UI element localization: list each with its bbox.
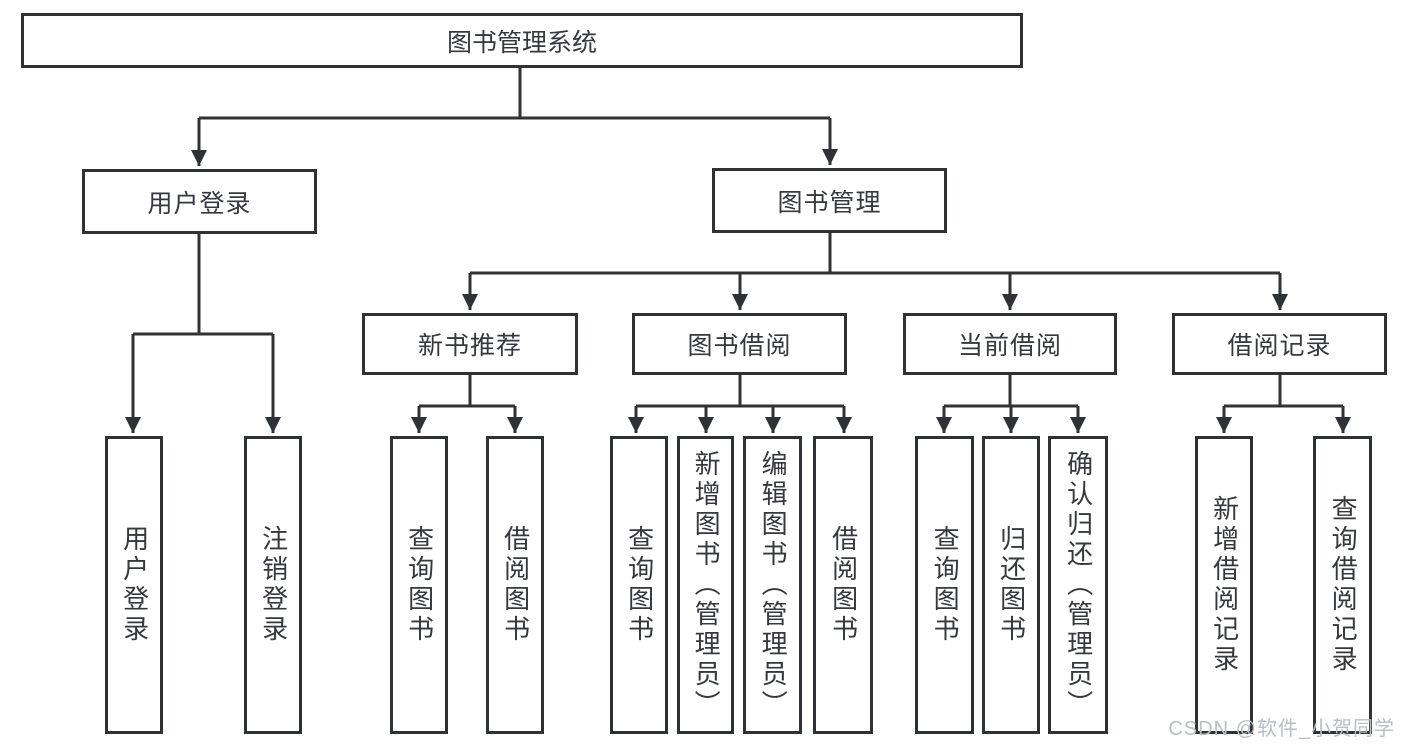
leaf-return-books: 归还图书: [982, 436, 1040, 734]
leaf-logout: 注销登录: [244, 436, 302, 734]
leaf-label: 新增借阅记录: [1209, 495, 1240, 675]
leaf-add-books-admin: 新增图书（管理员）: [677, 436, 734, 734]
leaf-label: 查询图书: [404, 525, 435, 645]
leaf-confirm-return-admin: 确认归还（管理员）: [1048, 436, 1108, 734]
node-label: 借阅记录: [1227, 332, 1332, 360]
leaf-label: 借阅图书: [500, 525, 531, 645]
node-label: 图书管理系统: [446, 28, 597, 57]
leaf-label: 查询借阅记录: [1328, 495, 1359, 675]
leaf-label: 查询图书: [930, 525, 961, 645]
leaf-add-borrow-record: 新增借阅记录: [1195, 436, 1253, 734]
leaf-label: 确认归还（管理员）: [1063, 450, 1094, 720]
node-book-borrowing: 图书借阅: [632, 313, 847, 375]
leaf-query-books-borrowing: 查询图书: [610, 436, 668, 734]
leaf-query-borrow-record: 查询借阅记录: [1313, 436, 1372, 734]
leaf-label: 新增图书（管理员）: [691, 450, 722, 720]
leaf-borrow-books-recommend: 借阅图书: [486, 436, 544, 734]
node-label: 图书借阅: [687, 332, 792, 360]
leaf-label: 用户登录: [119, 525, 150, 645]
node-new-book-recommendation: 新书推荐: [362, 313, 578, 375]
leaf-query-books-current: 查询图书: [915, 436, 974, 734]
node-label: 当前借阅: [957, 332, 1062, 360]
node-borrowing-records: 借阅记录: [1172, 313, 1387, 375]
leaf-borrow-books-borrowing: 借阅图书: [813, 436, 873, 734]
leaf-label: 借阅图书: [828, 525, 859, 645]
node-label: 用户登录: [147, 189, 252, 218]
node-current-borrowing: 当前借阅: [903, 313, 1117, 375]
node-book-management-system: 图书管理系统: [21, 13, 1023, 68]
node-label: 新书推荐: [417, 332, 522, 360]
watermark-text: CSDN @软件_小贺同学: [1168, 718, 1395, 740]
leaf-label: 查询图书: [624, 525, 655, 645]
leaf-label: 注销登录: [258, 525, 289, 645]
leaf-user-login: 用户登录: [105, 436, 163, 734]
node-user-login: 用户登录: [82, 169, 317, 234]
node-label: 图书管理: [777, 188, 882, 217]
leaf-edit-books-admin: 编辑图书（管理员）: [743, 436, 802, 734]
leaf-label: 编辑图书（管理员）: [758, 450, 789, 720]
node-book-management: 图书管理: [712, 168, 947, 233]
leaf-query-books-recommend: 查询图书: [390, 436, 448, 734]
leaf-label: 归还图书: [996, 525, 1027, 645]
